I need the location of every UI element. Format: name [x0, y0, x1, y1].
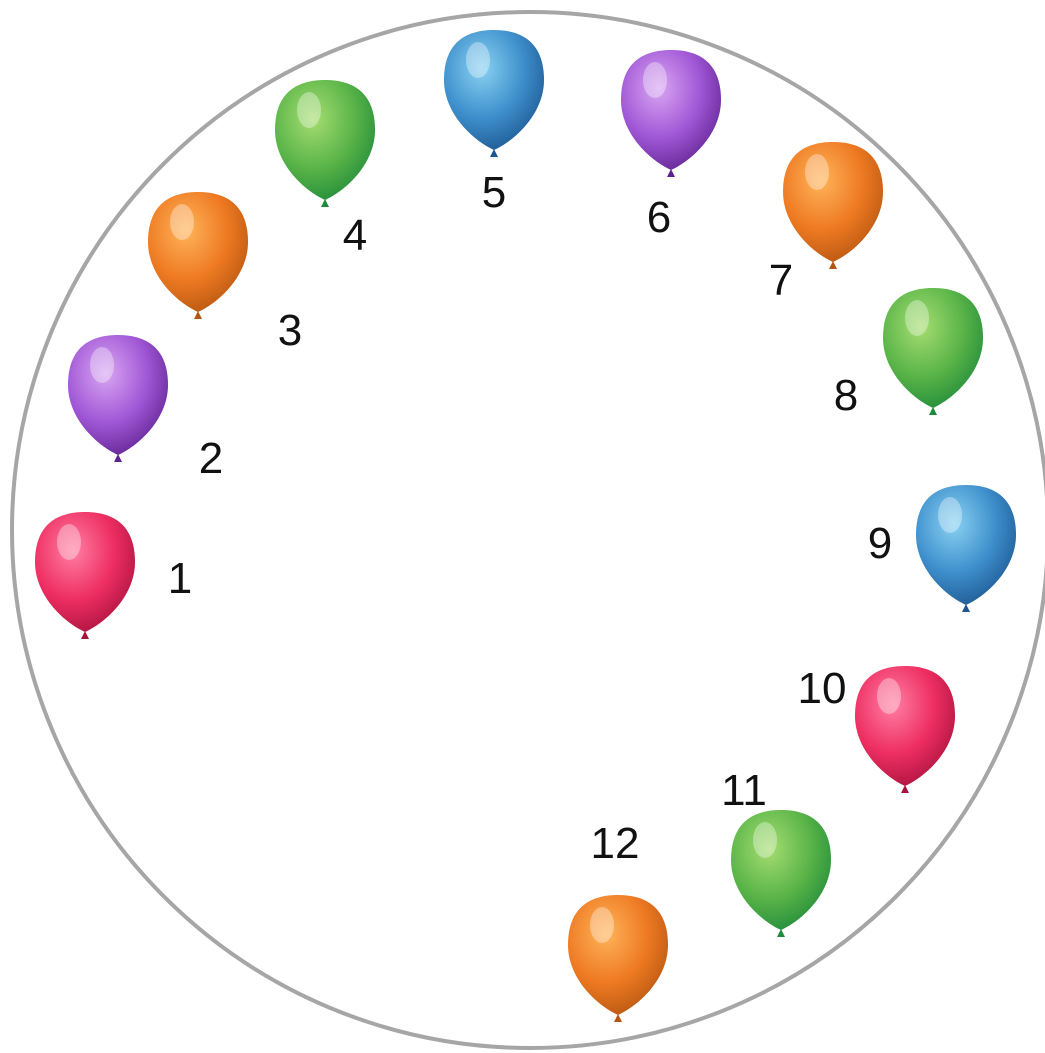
balloon-knot — [321, 199, 329, 207]
balloon-knot — [962, 604, 970, 612]
balloon-highlight — [170, 204, 194, 240]
balloon-knot — [901, 785, 909, 793]
balloon-highlight — [753, 822, 777, 858]
balloon-body — [35, 512, 135, 632]
balloon-label-9: 9 — [868, 519, 892, 568]
balloon-12 — [568, 895, 668, 1022]
balloon-knot — [194, 311, 202, 319]
balloon-highlight — [90, 347, 114, 383]
balloon-6 — [621, 50, 721, 177]
balloon-body — [568, 895, 668, 1015]
balloon-11 — [731, 810, 831, 937]
balloon-8 — [883, 288, 983, 415]
balloon-3 — [148, 192, 248, 319]
balloon-knot — [929, 407, 937, 415]
balloon-label-5: 5 — [482, 168, 506, 217]
balloon-9 — [916, 485, 1016, 612]
balloon-body — [621, 50, 721, 170]
balloon-body — [148, 192, 248, 312]
balloon-7 — [783, 142, 883, 269]
balloon-highlight — [643, 62, 667, 98]
balloon-highlight — [57, 524, 81, 560]
balloon-knot — [777, 929, 785, 937]
balloon-body — [444, 30, 544, 150]
balloon-body — [916, 485, 1016, 605]
balloon-knot — [614, 1014, 622, 1022]
balloon-body — [855, 666, 955, 786]
balloon-label-12: 12 — [591, 819, 640, 868]
balloon-4 — [275, 80, 375, 207]
balloon-highlight — [805, 154, 829, 190]
balloon-label-10: 10 — [798, 664, 847, 713]
balloon-body — [68, 335, 168, 455]
balloon-body — [275, 80, 375, 200]
balloon-label-6: 6 — [647, 193, 671, 242]
balloon-highlight — [938, 497, 962, 533]
balloon-label-7: 7 — [769, 256, 793, 305]
balloon-knot — [114, 454, 122, 462]
balloon-body — [883, 288, 983, 408]
balloon-highlight — [905, 300, 929, 336]
balloon-label-2: 2 — [199, 434, 223, 483]
balloon-label-3: 3 — [278, 306, 302, 355]
balloon-body — [783, 142, 883, 262]
balloon-knot — [667, 169, 675, 177]
balloon-body — [731, 810, 831, 930]
balloon-label-1: 1 — [168, 554, 192, 603]
balloon-highlight — [297, 92, 321, 128]
balloon-label-4: 4 — [343, 211, 367, 260]
balloon-2 — [68, 335, 168, 462]
balloon-highlight — [877, 678, 901, 714]
balloon-knot — [490, 149, 498, 157]
balloon-1 — [35, 512, 135, 639]
balloon-highlight — [466, 42, 490, 78]
balloon-label-11: 11 — [721, 766, 767, 815]
balloon-highlight — [590, 907, 614, 943]
balloon-knot — [829, 261, 837, 269]
balloon-10 — [855, 666, 955, 793]
balloon-knot — [81, 631, 89, 639]
balloon-5 — [444, 30, 544, 157]
balloon-label-8: 8 — [834, 371, 858, 420]
